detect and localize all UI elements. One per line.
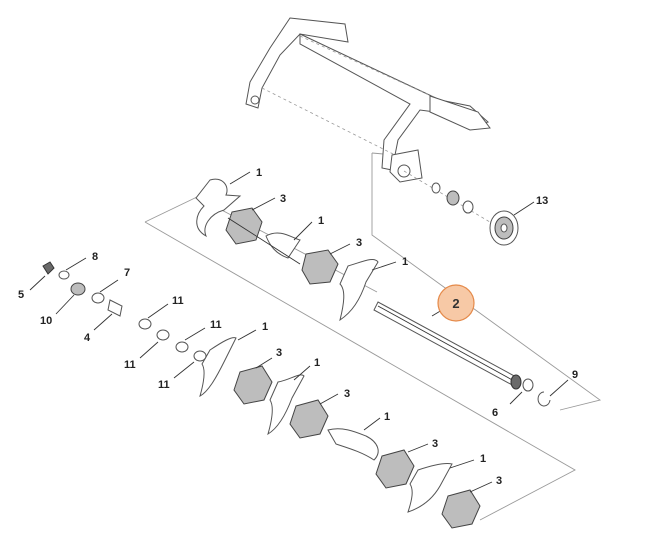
callout-1[interactable]: 1 xyxy=(384,411,390,423)
callout-1[interactable]: 1 xyxy=(402,256,408,268)
callout-1[interactable]: 1 xyxy=(262,321,268,333)
left-small-parts xyxy=(42,261,207,362)
callout-10[interactable]: 10 xyxy=(40,315,52,327)
callout-3[interactable]: 3 xyxy=(356,237,362,249)
callout-11[interactable]: 11 xyxy=(172,295,184,307)
upper-tines xyxy=(195,178,379,322)
callout-1[interactable]: 1 xyxy=(480,453,486,465)
callout-8[interactable]: 8 xyxy=(92,251,98,263)
lower-tines xyxy=(199,337,481,529)
callout-3[interactable]: 3 xyxy=(496,475,502,487)
callout-6[interactable]: 6 xyxy=(492,407,498,419)
callout-5[interactable]: 5 xyxy=(18,289,24,301)
callout-9[interactable]: 9 xyxy=(572,369,578,381)
callout-11[interactable]: 11 xyxy=(158,379,170,391)
callout-2[interactable]: 2 xyxy=(452,296,459,311)
callout-3[interactable]: 3 xyxy=(344,388,350,400)
callout-11[interactable]: 11 xyxy=(124,359,136,371)
callout-1[interactable]: 1 xyxy=(318,215,324,227)
drive-parts xyxy=(403,170,519,246)
callout-3[interactable]: 3 xyxy=(276,347,282,359)
shaft xyxy=(373,301,551,407)
callout-3[interactable]: 3 xyxy=(280,193,286,205)
handle-frame xyxy=(245,17,491,183)
callout-1[interactable]: 1 xyxy=(256,167,262,179)
callout-4[interactable]: 4 xyxy=(84,332,91,344)
callout-1[interactable]: 1 xyxy=(314,357,320,369)
callout-7[interactable]: 7 xyxy=(124,267,130,279)
callout-13[interactable]: 13 xyxy=(536,195,548,207)
callout-2-highlight xyxy=(437,284,475,322)
callout-11[interactable]: 11 xyxy=(210,319,222,331)
callout-leaders xyxy=(29,171,569,493)
callout-labels: 1 3 1 3 1 13 8 5 7 10 4 11 11 11 11 1 3 … xyxy=(18,167,578,487)
callout-3[interactable]: 3 xyxy=(432,438,438,450)
